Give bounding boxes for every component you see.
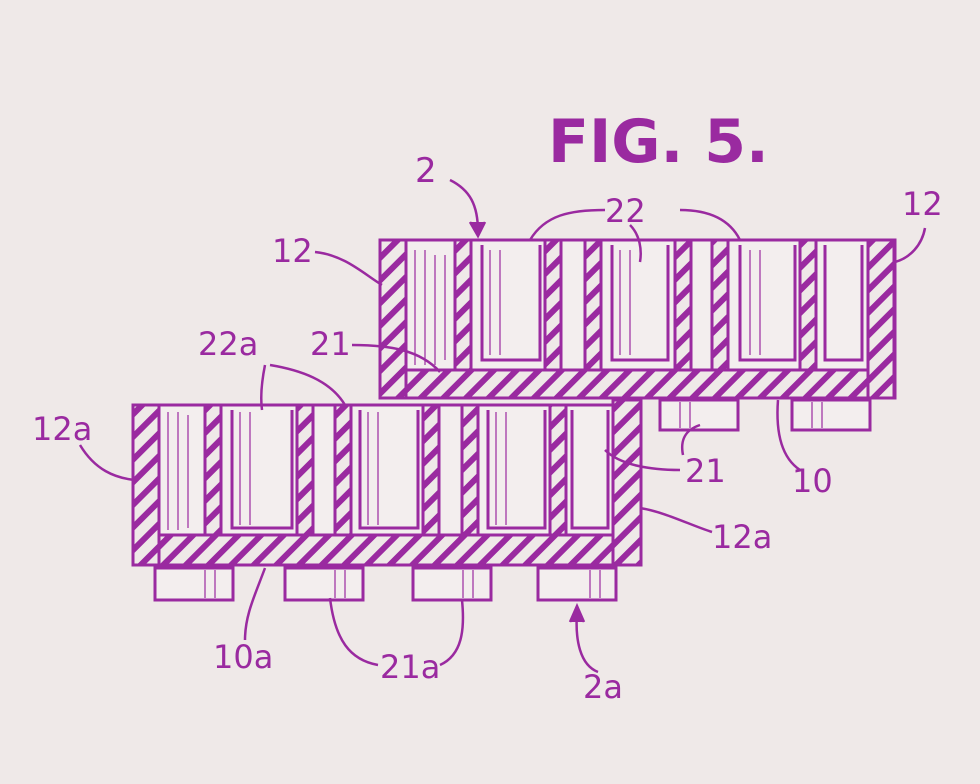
leader-22 xyxy=(679,208,742,241)
lower-tray xyxy=(131,398,643,602)
lower-pocket xyxy=(358,410,420,530)
lower-foot xyxy=(536,566,618,602)
lower-pocket xyxy=(486,410,547,530)
lower-foot xyxy=(153,566,235,602)
upper-tray-base xyxy=(378,368,897,400)
upper-foot xyxy=(790,398,872,432)
label-10a: 10a xyxy=(213,638,273,676)
lower-divider xyxy=(333,403,353,537)
upper-divider xyxy=(453,238,473,372)
leader-12a-right xyxy=(639,506,713,534)
leader-12-right xyxy=(894,227,927,264)
leader-10a xyxy=(243,567,267,641)
lower-tray-left-wall xyxy=(131,403,161,567)
leader-22 xyxy=(528,208,606,241)
label-12-right: 12 xyxy=(902,185,943,223)
leader-22 xyxy=(629,224,642,263)
label-21a: 21a xyxy=(380,648,440,686)
lower-tray-right-wall xyxy=(611,398,643,567)
leader-12-left xyxy=(314,250,383,287)
arrowhead-2a xyxy=(568,602,586,623)
lower-divider xyxy=(548,403,568,537)
upper-pocket xyxy=(480,245,542,362)
leader-21-right xyxy=(604,449,681,472)
lower-foot xyxy=(411,566,493,602)
figure-title: FIG. 5. xyxy=(548,107,769,177)
upper-pocket xyxy=(823,245,864,362)
leader-12a-left xyxy=(78,444,136,482)
label-2a: 2a xyxy=(583,668,623,706)
leader-21-right xyxy=(681,423,701,456)
label-12a-right: 12a xyxy=(712,518,772,556)
leader-22a xyxy=(259,364,267,411)
label-22: 22 xyxy=(605,192,646,230)
lower-tray-base xyxy=(131,533,643,567)
leader-21a xyxy=(328,597,379,667)
lower-pocket xyxy=(230,410,294,530)
upper-divider xyxy=(673,238,693,372)
leader-21-top xyxy=(351,343,441,373)
label-12-left: 12 xyxy=(272,232,313,270)
label-21-top: 21 xyxy=(310,325,351,363)
leader-lines xyxy=(78,178,927,674)
upper-tray-left-wall xyxy=(378,238,408,400)
upper-divider xyxy=(543,238,563,372)
lower-divider xyxy=(295,403,315,537)
label-2: 2 xyxy=(415,151,437,191)
upper-tray xyxy=(378,238,897,432)
label-21-right: 21 xyxy=(685,452,726,490)
arrowhead-2 xyxy=(468,221,487,239)
leader-22a xyxy=(269,363,347,406)
lower-foot xyxy=(283,566,365,602)
upper-divider xyxy=(583,238,603,372)
upper-tray-right-wall xyxy=(866,238,896,400)
upper-pocket xyxy=(610,245,670,362)
upper-divider xyxy=(710,238,730,372)
lower-divider xyxy=(460,403,480,537)
lower-divider xyxy=(421,403,441,537)
label-12a-left: 12a xyxy=(32,410,92,448)
leader-10 xyxy=(776,399,801,472)
label-22a: 22a xyxy=(198,325,258,363)
leader-21a xyxy=(439,599,465,667)
upper-divider xyxy=(798,238,818,372)
lower-pocket xyxy=(570,410,610,530)
upper-pocket xyxy=(738,245,797,362)
label-10: 10 xyxy=(792,462,833,500)
lower-divider xyxy=(203,403,223,537)
